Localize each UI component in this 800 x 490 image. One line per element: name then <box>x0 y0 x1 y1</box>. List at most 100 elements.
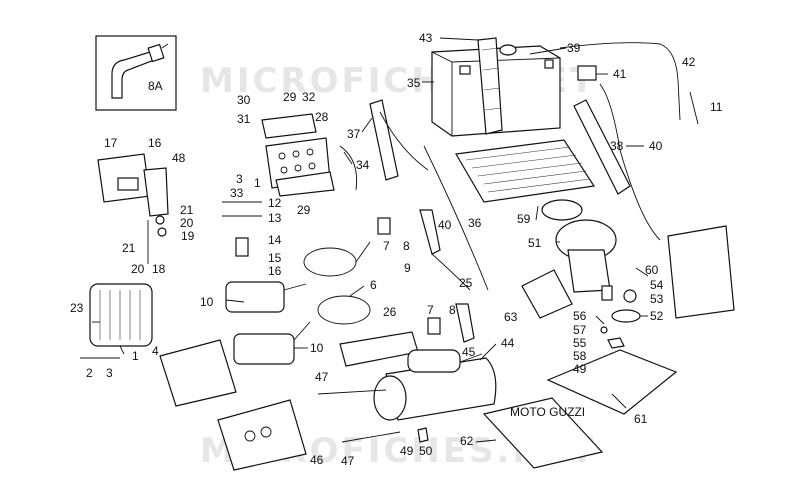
label-35: 35 <box>407 76 421 90</box>
label-31: 31 <box>237 112 251 126</box>
label-56: 56 <box>573 309 587 323</box>
starter-cable <box>423 145 489 291</box>
label-10-upper: 10 <box>200 295 214 309</box>
label-18: 18 <box>152 262 166 276</box>
label-34: 34 <box>356 158 370 172</box>
label-46: 46 <box>310 453 324 467</box>
label-55: 55 <box>573 336 587 350</box>
label-44: 44 <box>501 336 515 350</box>
label-48: 48 <box>172 151 186 165</box>
label-23: 23 <box>70 301 84 315</box>
label-13: 13 <box>268 211 282 225</box>
wire-34 <box>339 145 358 191</box>
bolt <box>689 91 699 125</box>
label-61: 61 <box>634 412 648 426</box>
washer-20 <box>155 215 165 225</box>
starter-motor <box>373 349 497 421</box>
label-25: 25 <box>459 276 473 290</box>
distributor-cap-59 <box>541 199 583 221</box>
label-47-upper: 47 <box>315 370 329 384</box>
ground-cable <box>599 83 661 241</box>
leader-lines <box>92 37 649 443</box>
label-14: 14 <box>268 233 282 247</box>
label-39: 39 <box>567 41 581 55</box>
label-54: 54 <box>650 278 664 292</box>
label-49-lower: 49 <box>400 444 414 458</box>
label-51: 51 <box>528 236 542 250</box>
label-58: 58 <box>573 349 587 363</box>
spark-plug-cap-lower <box>427 303 475 343</box>
label-41: 41 <box>613 67 627 81</box>
label-1-upper: 1 <box>254 176 261 190</box>
screw-56 <box>595 315 605 325</box>
manual-62: MOTO GUZZI <box>482 397 604 469</box>
label-11: 11 <box>710 100 723 114</box>
label-1-lower: 1 <box>132 349 139 363</box>
label-10-lower: 10 <box>310 341 324 355</box>
ignition-coil-lower <box>233 321 311 365</box>
battery-strap <box>573 99 631 195</box>
label-63: 63 <box>504 310 518 324</box>
battery <box>431 37 561 137</box>
label-8A: 8A <box>148 79 163 93</box>
terminal-connector <box>577 65 597 81</box>
clip-49-50 <box>417 427 429 443</box>
connector-14 <box>235 237 249 257</box>
voltage-regulator <box>521 269 573 319</box>
washer-19 <box>157 227 167 237</box>
label-6: 6 <box>370 278 377 292</box>
seal-52 <box>611 309 641 323</box>
alternator <box>89 283 153 347</box>
label-29-lower: 29 <box>297 203 311 217</box>
fuse-box <box>261 113 335 197</box>
label-21-upper: 21 <box>180 203 194 217</box>
hardware-bag-60 <box>667 225 735 319</box>
label-45: 45 <box>462 345 476 359</box>
label-21-lower: 21 <box>122 241 136 255</box>
bolt-47-upper <box>317 389 387 395</box>
label-43: 43 <box>419 31 433 45</box>
cover-26 <box>339 331 419 367</box>
label-37: 37 <box>347 127 361 141</box>
label-26: 26 <box>383 305 397 319</box>
label-3-lower: 3 <box>106 366 113 380</box>
label-38: 38 <box>610 139 624 153</box>
label-52: 52 <box>650 309 664 323</box>
label-4: 4 <box>152 344 159 358</box>
label-36: 36 <box>468 216 482 230</box>
label-29: 29 <box>283 90 297 104</box>
label-62: 62 <box>460 434 474 448</box>
brand-plate-text: MOTO GUZZI <box>510 405 585 419</box>
bag-61 <box>546 349 678 415</box>
label-3-upper: 3 <box>236 172 243 186</box>
bolt-47-lower <box>341 431 401 443</box>
label-47-lower: 47 <box>341 454 355 468</box>
spring-55 <box>607 337 625 349</box>
label-16-lower: 16 <box>268 264 282 278</box>
label-57: 57 <box>573 323 587 337</box>
battery-cable <box>559 42 681 121</box>
ignition-coil-upper <box>225 281 307 313</box>
label-32: 32 <box>302 90 316 104</box>
label-12: 12 <box>268 196 282 210</box>
label-9: 9 <box>404 261 411 275</box>
label-7-upper: 7 <box>383 239 390 253</box>
label-19: 19 <box>181 229 195 243</box>
ht-lead-coil <box>303 241 371 325</box>
battery-strap-left <box>369 99 399 181</box>
label-20-lower: 20 <box>131 262 145 276</box>
label-50: 50 <box>419 444 433 458</box>
label-30: 30 <box>237 93 251 107</box>
label-7-lower: 7 <box>427 303 434 317</box>
label-20-upper: 20 <box>180 216 194 230</box>
label-59: 59 <box>517 212 531 226</box>
label-16-upper: 16 <box>148 136 162 150</box>
label-40-right: 40 <box>649 139 663 153</box>
label-42: 42 <box>682 55 696 69</box>
label-28: 28 <box>315 110 329 124</box>
label-17: 17 <box>104 136 118 150</box>
label-15: 15 <box>268 251 282 265</box>
label-53: 53 <box>650 292 664 306</box>
gear-53 <box>623 289 637 303</box>
